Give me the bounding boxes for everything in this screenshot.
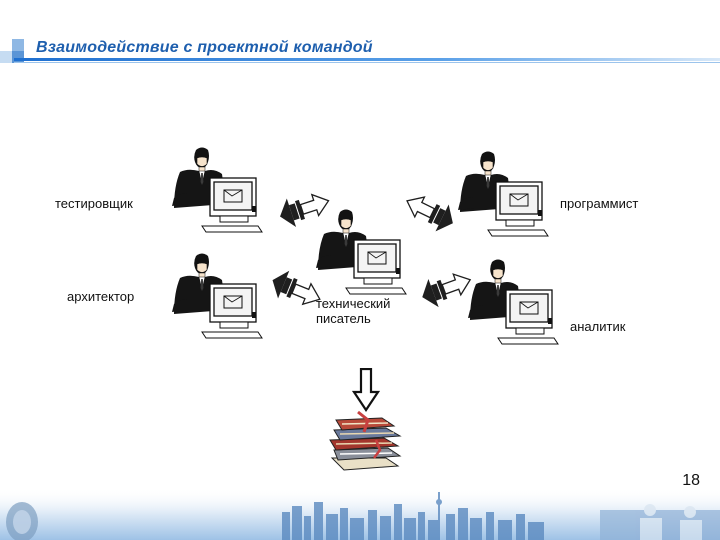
title-underline-thin	[14, 62, 720, 63]
arrow-architect-icon	[266, 268, 322, 308]
slide-title: Взаимодействие с проектной командой	[36, 39, 373, 56]
city-skyline-icon	[282, 492, 544, 540]
programmer-label: программист	[560, 196, 639, 211]
programmer-worker-icon	[457, 150, 549, 237]
title-underline	[14, 58, 720, 61]
books-stack-icon	[329, 410, 402, 471]
tech-writer-label: технический писатель	[316, 296, 391, 326]
arrow-programmer-icon	[404, 194, 461, 234]
architect-label: архитектор	[67, 289, 135, 304]
architect-worker-icon	[171, 252, 263, 339]
analyst-worker-icon	[467, 258, 559, 345]
corner-square-mid	[0, 51, 12, 63]
satellite-dish-icon	[6, 502, 38, 540]
arrow-analyst-icon	[416, 270, 472, 310]
corner-square-dark	[12, 39, 24, 51]
tester-worker-icon	[171, 146, 263, 233]
office-workers-photo	[600, 504, 720, 540]
tester-label: тестировщик	[55, 196, 133, 211]
arrow-tester-icon	[274, 190, 330, 230]
page-number: 18	[682, 472, 700, 489]
slide-header: Взаимодействие с проектной командой	[0, 0, 720, 70]
footer-skyline-banner	[0, 488, 720, 540]
analyst-label: аналитик	[570, 319, 626, 334]
down-arrow-icon	[352, 368, 380, 412]
